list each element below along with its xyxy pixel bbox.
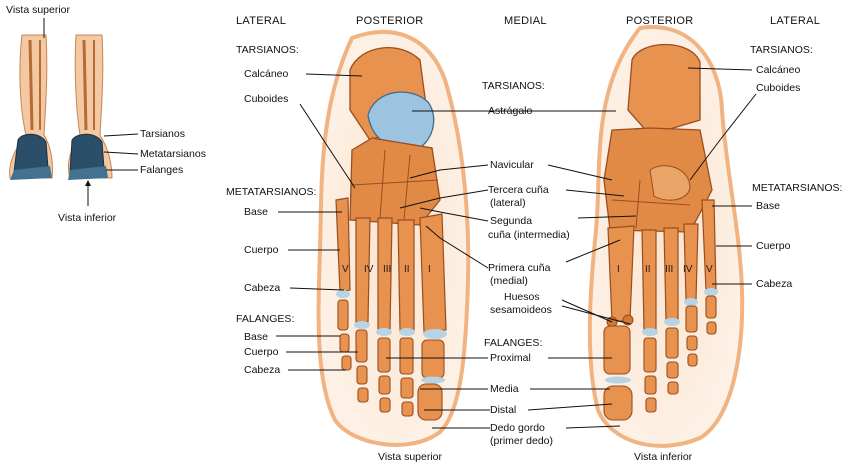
superior-foot	[316, 29, 471, 447]
right-cuboid-label: Cuboides	[756, 82, 801, 94]
left-ph-base-label: Base	[244, 331, 268, 343]
inset-feet	[9, 18, 139, 206]
second-cuneiform-label: Segunda	[490, 215, 533, 227]
inset-tarsals-label: Tarsianos	[140, 128, 185, 140]
left-body-label: Cuerpo	[244, 244, 279, 256]
right-base-label: Base	[756, 200, 780, 212]
middle-label: Media	[490, 383, 519, 395]
header-lateral-left: LATERAL	[236, 15, 287, 27]
first-cuneiform-sub-label: (medial)	[490, 275, 528, 287]
right-calcaneus-label: Calcáneo	[756, 64, 801, 76]
leader-lines	[276, 67, 757, 429]
third-cuneiform-label: Tercera cuña	[488, 184, 549, 196]
distal-label: Distal	[490, 404, 517, 416]
third-cuneiform-sub-label: (lateral)	[490, 197, 526, 209]
caption-inferior-view: Vista inferior	[634, 451, 693, 463]
numeral-left-iii: III	[383, 264, 391, 275]
metatarsal-numerals: V IV III II I I II III IV V	[342, 264, 713, 275]
left-calcaneus-label: Calcáneo	[244, 68, 289, 80]
right-tarsals-heading: TARSIANOS:	[750, 44, 813, 56]
numeral-right-ii: II	[645, 264, 651, 275]
numeral-left-v: V	[342, 264, 349, 275]
right-head-label: Cabeza	[756, 278, 793, 290]
numeral-right-iii: III	[665, 264, 673, 275]
right-body-label: Cuerpo	[756, 240, 791, 252]
center-phalanges-heading: FALANGES:	[484, 337, 543, 349]
inferior-foot	[587, 24, 745, 448]
big-toe-label: Dedo gordo	[490, 422, 545, 434]
numeral-right-iv: IV	[683, 264, 693, 275]
caption-superior-view: Vista superior	[378, 451, 443, 463]
left-phalanges-heading: FALANGES:	[236, 313, 295, 325]
numeral-right-i: I	[617, 264, 620, 275]
numeral-left-iv: IV	[364, 264, 374, 275]
left-ph-body-label: Cuerpo	[244, 346, 279, 358]
sesamoid-label: Huesos	[504, 291, 540, 303]
center-tarsals-heading: TARSIANOS:	[482, 80, 545, 92]
header-lateral-right: LATERAL	[770, 15, 821, 27]
sesamoid-sub-label: sesamoideos	[490, 304, 552, 316]
proximal-label: Proximal	[490, 352, 531, 364]
right-metatarsals-heading: METATARSIANOS:	[752, 182, 843, 194]
inset-superior-view-label: Vista superior	[6, 4, 71, 16]
left-cuboid-label: Cuboides	[244, 93, 289, 105]
inset-phalanges-label: Falanges	[140, 164, 184, 176]
left-ph-head-label: Cabeza	[244, 364, 281, 376]
first-cuneiform-label: Primera cuña	[488, 262, 551, 274]
left-metatarsals-heading: METATARSIANOS:	[226, 186, 317, 198]
left-tarsals-heading: TARSIANOS:	[236, 44, 299, 56]
numeral-left-i: I	[428, 264, 431, 275]
left-head-label: Cabeza	[244, 282, 281, 294]
header-posterior-right: POSTERIOR	[626, 15, 694, 27]
numeral-left-ii: II	[404, 264, 410, 275]
navicular-label: Navicular	[490, 159, 534, 171]
big-toe-sub-label: (primer dedo)	[490, 435, 554, 447]
header-posterior-left: POSTERIOR	[356, 15, 424, 27]
inset-inferior-view-label: Vista inferior	[58, 212, 117, 224]
header-medial: MEDIAL	[504, 15, 547, 27]
talus-label: Astrágalo	[488, 105, 533, 117]
inset-metatarsals-label: Metatarsianos	[140, 148, 206, 160]
left-base-label: Base	[244, 206, 268, 218]
second-cuneiform-sub-label: cuña (intermedia)	[488, 229, 570, 241]
numeral-right-v: V	[706, 264, 713, 275]
